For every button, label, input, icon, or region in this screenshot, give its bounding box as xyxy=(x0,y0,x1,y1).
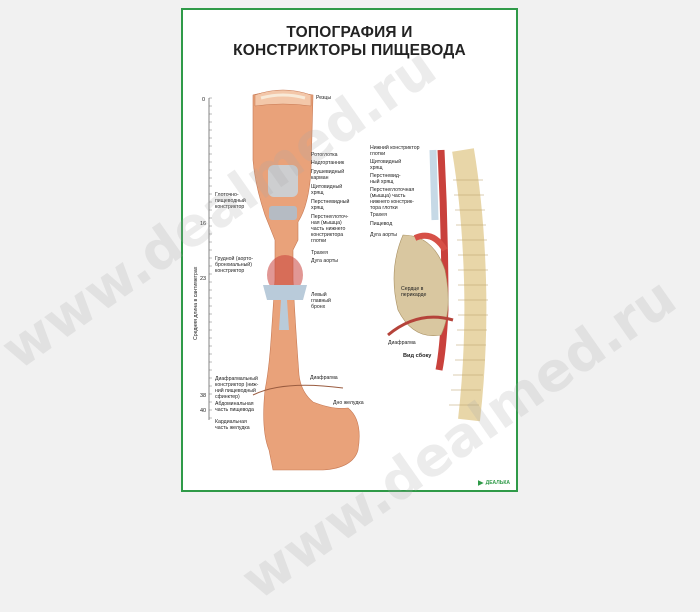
label-abdominalnaya-chast: Абдоминальная часть пищевода xyxy=(215,401,254,413)
label-levy-bronh: Левый главный бронх xyxy=(311,292,331,310)
side-label-serdce: Сердце в перикарде xyxy=(401,286,427,298)
label-nadgortannik: Надгортанник xyxy=(311,160,345,166)
label-perstneglotochnaya: Перстнеглоточ- ная (мышца) часть нижнего… xyxy=(311,214,349,244)
ruler-ticks xyxy=(209,97,212,419)
label-dno-zheludka: Дно желудка xyxy=(333,400,364,406)
poster: ТОПОГРАФИЯ И КОНСТРИКТОРЫ ПИЩЕВОДА xyxy=(181,8,518,492)
poster-title: ТОПОГРАФИЯ И КОНСТРИКТОРЫ ПИЩЕВОДА xyxy=(233,24,466,59)
label-perstnevidny-hryashch: Перстневидный хрящ xyxy=(311,199,350,211)
label-rotoglotka: Ротоглотка xyxy=(311,152,338,158)
label-diafragmalny-konstriktor: Диафрагмальный констриктор (ниж- ний пищ… xyxy=(215,376,259,400)
logo-text: ДЕАЛЬКА xyxy=(485,480,510,486)
publisher-logo: ДЕАЛЬКА xyxy=(477,480,510,486)
logo-icon xyxy=(477,480,484,486)
label-kardialnaya-chast: Кардиальная часть желудка xyxy=(215,419,250,431)
anatomy-illustration xyxy=(208,89,488,471)
side-view-caption: Вид сбоку xyxy=(403,353,432,359)
tick-0: 0 xyxy=(202,97,206,103)
axis-title: Средняя длина в сантиметрах xyxy=(193,266,199,340)
label-glotochno-pishchevodny: Глоточно- пищеводный констриктор xyxy=(215,192,246,210)
label-grushevidny-karman: Грушевидный карман xyxy=(311,169,345,181)
tick-23: 23 xyxy=(200,276,207,282)
label-shchitovidny-hryashch: Щитовидный хрящ xyxy=(311,184,343,196)
side-label-diafragma: Диафрагма xyxy=(388,340,416,346)
tick-16: 16 xyxy=(200,221,207,227)
label-duga-aorty: Дуга аорты xyxy=(311,258,338,264)
label-traheya: Трахея xyxy=(311,250,328,256)
side-label-pishchevod: Пищевод xyxy=(370,221,393,227)
label-rezcy: Резцы xyxy=(316,95,332,101)
side-label-perstneglotochnaya: Перстнеглоточная (мышца) часть нижнего к… xyxy=(370,187,415,211)
side-view xyxy=(387,148,488,422)
tick-40: 40 xyxy=(200,408,207,414)
side-label-perstnevidny: Перстневид- ный хрящ xyxy=(370,173,401,185)
side-label-nizhny-konstriktor: Нижний констриктор глотки xyxy=(370,145,420,157)
label-grudnoy-konstriktor: Грудной (аорто- бронхиальный) констрикто… xyxy=(215,256,254,274)
label-diafragma: Диафрагма xyxy=(310,375,338,381)
side-label-traheya: Трахея xyxy=(370,212,387,218)
esophagus-front-view xyxy=(252,89,360,471)
side-label-duga-aorty: Дуга аорты xyxy=(370,232,397,238)
side-label-shchitovidny: Щитовидный хрящ xyxy=(370,159,402,171)
tick-38: 38 xyxy=(200,393,207,399)
